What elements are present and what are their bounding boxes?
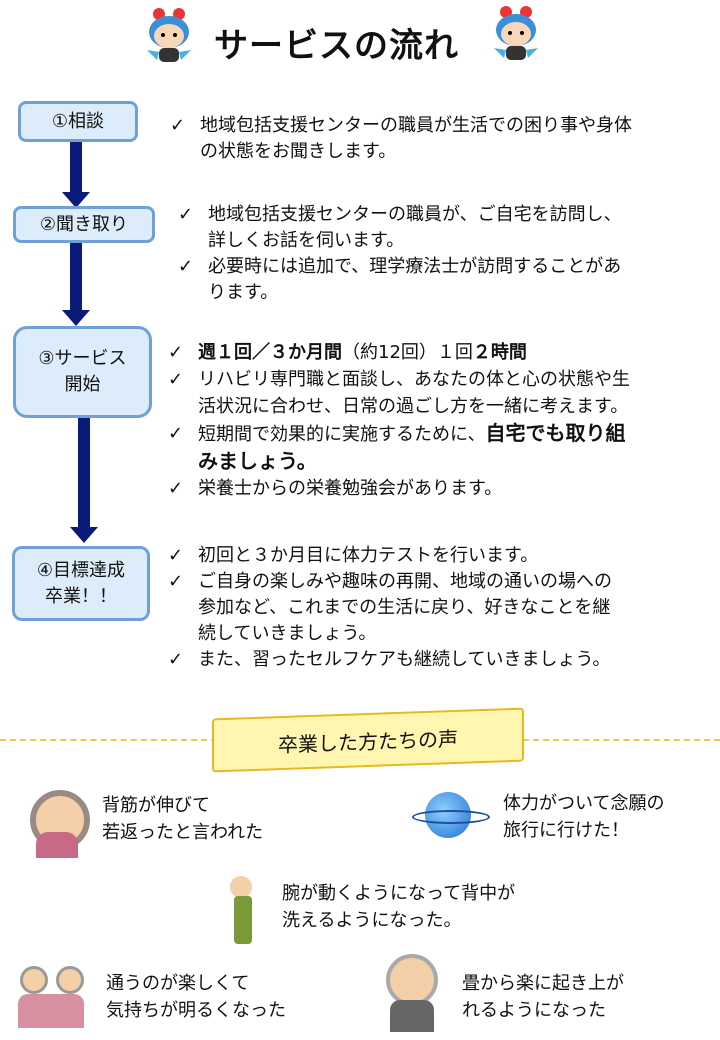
item-text: 必要時には追加で、理学療法士が訪問することがあ <box>208 256 622 277</box>
mascot-left-icon <box>147 8 191 62</box>
voice-text: れるようになった <box>462 1000 606 1021</box>
group-people-icon <box>56 966 84 994</box>
step-3-items: ✓ 週１回／３か月間（約12回）１回２時間 ✓ リハビリ専門職と面談し、あなたの… <box>168 339 630 502</box>
step-label: ②聞き取り <box>39 213 129 235</box>
list-item: ✓ 初回と３か月目に体力テストを行います。 <box>168 543 612 569</box>
elderly-woman-body-icon <box>36 832 78 858</box>
item-text: 栄養士からの栄養勉強会があります。 <box>198 478 503 499</box>
flow-arrow <box>70 417 98 543</box>
check-icon: ✓ <box>178 256 194 277</box>
check-icon: ✓ <box>168 545 184 566</box>
list-item: ✓ 栄養士からの栄養勉強会があります。 <box>168 475 630 502</box>
item-text: ご自身の楽しみや趣味の再開、地域の通いの場への <box>198 571 612 592</box>
voice-text: 体力がついて念願の <box>503 793 665 814</box>
schedule-text: ２時間 <box>472 342 527 363</box>
voice-4: 通うのが楽しくて気持ちが明るくなった <box>106 970 286 1024</box>
voice-2: 体力がついて念願の旅行に行けた！ <box>503 790 664 844</box>
step-goal-achieved: ④目標達成 卒業！！ <box>12 546 150 621</box>
voices-banner: 卒業した方たちの声 <box>212 707 524 773</box>
step-label: ③サービス <box>38 348 127 369</box>
step-label: 卒業！！ <box>45 585 117 607</box>
item-text: の状態をお聞きします。 <box>200 141 397 162</box>
elderly-man-icon <box>386 954 438 1006</box>
step-label: 開始 <box>64 374 101 395</box>
item-text: 地域包括支援センターの職員が、ご自宅を訪問し、 <box>208 204 622 225</box>
flow-arrow <box>62 142 90 208</box>
step-consultation: ①相談 <box>18 101 138 142</box>
voice-text: 腕が動くようになって背中が <box>282 883 516 904</box>
group-people-icon <box>20 966 48 994</box>
list-item: ✓ 必要時には追加で、理学療法士が訪問することがあ ります。 <box>178 254 622 306</box>
item-text: また、習ったセルフケアも継続していきましょう。 <box>198 649 611 670</box>
group-people-body-icon <box>18 994 84 1028</box>
list-item: ✓ 週１回／３か月間（約12回）１回２時間 <box>168 339 630 366</box>
elderly-man-body-icon <box>390 1000 434 1032</box>
item-text: 続していきましょう。 <box>198 623 377 644</box>
emphasis-text: みましょう。 <box>198 449 317 473</box>
check-icon: ✓ <box>178 204 194 225</box>
list-item: ✓ また、習ったセルフケアも継続していきましょう。 <box>168 647 612 673</box>
step-service-start: ③サービス 開始 <box>13 326 152 418</box>
voice-text: 畳から楽に起き上が <box>462 973 624 994</box>
stretching-man-icon <box>230 876 252 898</box>
check-icon: ✓ <box>168 649 184 670</box>
check-icon: ✓ <box>168 369 184 390</box>
voice-5: 畳から楽に起き上がれるようになった <box>462 970 624 1024</box>
item-text: 参加など、これまでの生活に戻り、好きなことを継 <box>198 597 611 618</box>
step-interview: ②聞き取り <box>13 206 155 243</box>
voice-3: 腕が動くようになって背中が洗えるようになった。 <box>282 880 515 934</box>
check-icon: ✓ <box>168 342 184 363</box>
step-4-items: ✓ 初回と３か月目に体力テストを行います。 ✓ ご自身の楽しみや趣味の再開、地域… <box>168 543 612 673</box>
schedule-text: 週１回／３か月間 <box>198 342 342 363</box>
step-label: ④目標達成 <box>36 559 126 581</box>
item-text: 地域包括支援センターの職員が生活での困り事や身体 <box>200 115 632 136</box>
voice-text: 若返ったと言われた <box>102 822 264 843</box>
list-item: ✓ 短期間で効果的に実施するために、自宅でも取り組 みましょう。 <box>168 420 630 475</box>
item-text: リハビリ専門職と面談し、あなたの体と心の状態や生 <box>198 369 630 390</box>
check-icon: ✓ <box>168 571 184 592</box>
step-2-items: ✓ 地域包括支援センターの職員が、ご自宅を訪問し、 詳しくお話を伺います。 ✓ … <box>178 202 622 306</box>
item-text: 初回と３か月目に体力テストを行います。 <box>198 545 539 566</box>
list-item: ✓ 地域包括支援センターの職員が、ご自宅を訪問し、 詳しくお話を伺います。 <box>178 202 622 254</box>
voice-text: 旅行に行けた！ <box>503 820 629 841</box>
voice-text: 洗えるようになった。 <box>282 910 462 931</box>
mascot-right-icon <box>494 6 538 60</box>
airplane-orbit-icon <box>412 810 490 824</box>
step-1-items: ✓ 地域包括支援センターの職員が生活での困り事や身体 の状態をお聞きします。 <box>170 113 632 165</box>
item-text: 活状況に合わせ、日常の過ごし方を一緒に考えます。 <box>198 396 629 417</box>
item-text: 詳しくお話を伺います。 <box>208 230 405 251</box>
voice-1: 背筋が伸びて若返ったと言われた <box>102 792 263 846</box>
voice-text: 通うのが楽しくて <box>106 973 250 994</box>
flow-arrow <box>62 242 90 326</box>
voice-text: 背筋が伸びて <box>102 795 210 816</box>
list-item: ✓ ご自身の楽しみや趣味の再開、地域の通いの場への 参加など、これまでの生活に戻… <box>168 569 612 647</box>
emphasis-text: 自宅でも取り組 <box>485 421 626 445</box>
check-icon: ✓ <box>168 423 184 444</box>
list-item: ✓ 地域包括支援センターの職員が生活での困り事や身体 の状態をお聞きします。 <box>170 113 632 165</box>
item-text: 短期間で効果的に実施するために、 <box>198 424 486 445</box>
schedule-text: （約12回）１回 <box>342 342 473 363</box>
item-text: ります。 <box>208 282 279 303</box>
voices-title: 卒業した方たちの声 <box>278 726 458 757</box>
step-label: ①相談 <box>51 110 105 132</box>
check-icon: ✓ <box>170 115 186 136</box>
list-item: ✓ リハビリ専門職と面談し、あなたの体と心の状態や生 活状況に合わせ、日常の過ご… <box>168 366 630 420</box>
voice-text: 気持ちが明るくなった <box>106 1000 286 1021</box>
stretching-man-body-icon <box>234 896 252 944</box>
page-title: サービスの流れ <box>214 26 459 66</box>
check-icon: ✓ <box>168 478 184 499</box>
